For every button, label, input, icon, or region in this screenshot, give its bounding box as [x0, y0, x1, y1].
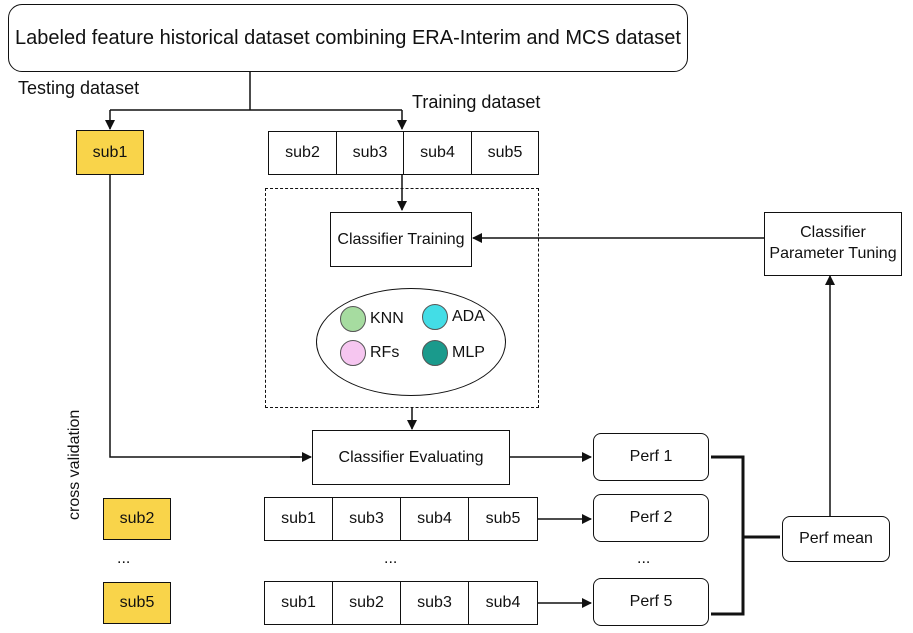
classifier-training-box: Classifier Training — [330, 212, 472, 267]
dataset-title-box: Labeled feature historical dataset combi… — [8, 4, 688, 72]
training-subset-cell: sub4 — [485, 594, 521, 611]
ellipsis-left: ... — [117, 550, 131, 567]
cross-validation-label: cross validation — [66, 409, 83, 520]
training-subset-cell: sub1 — [265, 582, 333, 624]
perf-bracket — [711, 455, 780, 616]
training-subset-cell: sub3 — [333, 498, 401, 540]
dataset-title: Labeled feature historical dataset combi… — [15, 26, 681, 49]
training-subset-cell: sub5 — [487, 144, 523, 161]
parameter-tuning-box: Classifier Parameter Tuning — [764, 212, 902, 276]
perf-2-box: Perf 2 — [593, 494, 709, 542]
sub1-to-evaluation-connector — [109, 175, 300, 458]
ada-marker-icon — [422, 304, 448, 330]
testing-dataset-label: Testing dataset — [18, 78, 140, 98]
knn-marker-icon — [340, 306, 366, 332]
training-subsets-row5: sub1 sub2 sub3 sub4 — [264, 581, 538, 625]
algo-knn: KNN — [340, 306, 404, 332]
training-subset-cell: sub3 — [401, 582, 469, 624]
training-subsets: sub2 sub3 sub4 sub5 — [268, 131, 539, 175]
training-subset-cell: sub4 — [404, 132, 472, 174]
ellipsis-right: ... — [637, 550, 651, 567]
model-training-region — [265, 188, 539, 408]
training-subset-cell: sub5 — [485, 510, 521, 527]
algo-mlp: MLP — [422, 340, 485, 366]
training-subset-cell: sub1 — [265, 498, 333, 540]
test-subset-5: sub5 — [103, 582, 171, 624]
ellipsis-middle: ... — [384, 550, 398, 567]
training-subset-cell: sub2 — [269, 132, 337, 174]
training-dataset-label: Training dataset — [412, 92, 541, 112]
training-subsets-row2: sub1 sub3 sub4 sub5 — [264, 497, 538, 541]
training-subset-cell: sub4 — [401, 498, 469, 540]
mlp-marker-icon — [422, 340, 448, 366]
algo-rfs: RFs — [340, 340, 399, 366]
test-subset-1: sub1 — [76, 130, 144, 175]
perf-5-box: Perf 5 — [593, 578, 709, 626]
perf-mean-box: Perf mean — [782, 516, 890, 562]
split-connector — [110, 72, 402, 111]
training-subset-cell: sub3 — [337, 132, 404, 174]
training-subset-cell: sub2 — [333, 582, 401, 624]
perf-1-box: Perf 1 — [593, 433, 709, 481]
rfs-marker-icon — [340, 340, 366, 366]
test-subset-2: sub2 — [103, 498, 171, 540]
algo-ada: ADA — [422, 304, 485, 330]
classifier-evaluating-box: Classifier Evaluating — [312, 430, 510, 485]
